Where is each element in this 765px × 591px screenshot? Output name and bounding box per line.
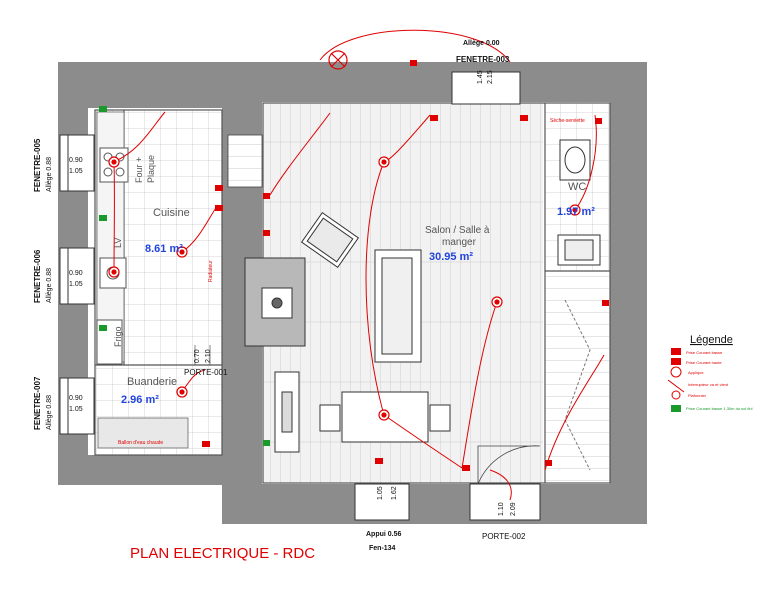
window-005-width: 0.90 [69, 157, 83, 164]
window-003-name: FENETRE-003 [456, 55, 510, 64]
room-salon-area: 30.95 m² [429, 251, 473, 263]
legend-item-4: Plafonnier [688, 393, 707, 398]
window-006-height: 1.05 [69, 281, 83, 288]
door-002-height: 2.09 [510, 502, 517, 516]
window-005-allege: Allège 0.88 [46, 157, 53, 192]
room-wc-name: WC [568, 181, 586, 193]
room-cuisine-area: 8.61 m² [145, 243, 183, 255]
fixture-ballon-label: Ballon d'eau chaude [118, 440, 163, 446]
electrical-wiring [113, 29, 605, 501]
dimension-lines [194, 345, 211, 365]
window-134-appui: Appui 0.56 [366, 531, 402, 538]
window-005-height: 1.05 [69, 168, 83, 175]
fixture-radiateur-label: Radiateur [208, 260, 214, 282]
legend-item-0: Prise Courant basse [686, 350, 723, 355]
door-001-name: PORTE-001 [184, 368, 228, 377]
window-003-height: 2.15 [487, 70, 494, 84]
window-007-name: FENETRE-007 [33, 376, 42, 430]
room-buanderie-area: 2.96 m² [121, 394, 159, 406]
fixture-frigo-label: Frigo [113, 326, 123, 347]
window-005-name: FENETRE-005 [33, 138, 42, 192]
legend-symbol-2 [670, 366, 682, 378]
window-003-width: 1.45 [477, 70, 484, 84]
door-002-name: PORTE-002 [482, 532, 526, 541]
legend-symbols [667, 348, 685, 412]
window-003-opening [451, 71, 521, 105]
window-003-allege: Allège 0.00 [463, 40, 500, 47]
room-salon-name-line1: Salon / Salle à [425, 225, 490, 236]
legend-symbol-0 [671, 348, 681, 355]
room-wc-area: 1.97 m² [557, 206, 595, 218]
drawing-title: PLAN ELECTRIQUE - RDC [130, 545, 315, 562]
wc-fixtures [557, 139, 601, 266]
window-006-name: FENETRE-006 [33, 249, 42, 303]
applique-cross [330, 52, 346, 68]
side-opening [227, 134, 263, 188]
legend-symbol-1 [671, 358, 681, 365]
living-furniture [244, 211, 451, 453]
sockets [99, 60, 609, 471]
room-buanderie-name: Buanderie [127, 376, 177, 388]
window-006-width: 0.90 [69, 270, 83, 277]
room-cuisine-name: Cuisine [153, 207, 190, 219]
room-salon-name-line2: manger [442, 237, 477, 248]
window-134-name: Fen-134 [369, 545, 396, 552]
window-134-opening [354, 483, 410, 521]
door-002-opening [469, 483, 541, 521]
window-134-width: 1.05 [377, 486, 384, 500]
window-006-allege: Allège 0.88 [46, 268, 53, 303]
legend-symbol-3 [667, 379, 685, 393]
left-windows [59, 134, 95, 435]
window-007-allege: Allège 0.88 [46, 395, 53, 430]
legend-symbol-4 [671, 390, 681, 400]
legend-item-2: Applique [688, 370, 704, 375]
legend-item-5: Prise Courant basse 1,30m du sol fini [686, 406, 753, 411]
stair-path [564, 299, 591, 471]
door-002-width: 1.10 [498, 502, 505, 516]
fixture-four-label: Four + [134, 157, 144, 183]
legend-item-3: Interrupteur va et vient [688, 382, 729, 387]
window-134-height: 1.62 [391, 486, 398, 500]
fixture-lv-label: LV [113, 238, 123, 248]
ceiling-lights [108, 50, 581, 421]
window-007-width: 0.90 [69, 395, 83, 402]
legend-item-1: Prise Courant haute [686, 360, 722, 365]
stairs [545, 272, 609, 482]
door-001-height: 2.10 [205, 349, 212, 363]
legend-symbol-5 [671, 405, 681, 412]
door-002-swing [477, 445, 541, 485]
legend-title: Légende [690, 334, 733, 346]
kitchen-counter [96, 111, 189, 449]
fixture-sechoir-label: Sèche-serviette [550, 118, 585, 124]
window-007-height: 1.05 [69, 406, 83, 413]
door-001-width: 0.70 [194, 349, 201, 363]
fixture-plaque-label: Plaque [146, 155, 156, 183]
